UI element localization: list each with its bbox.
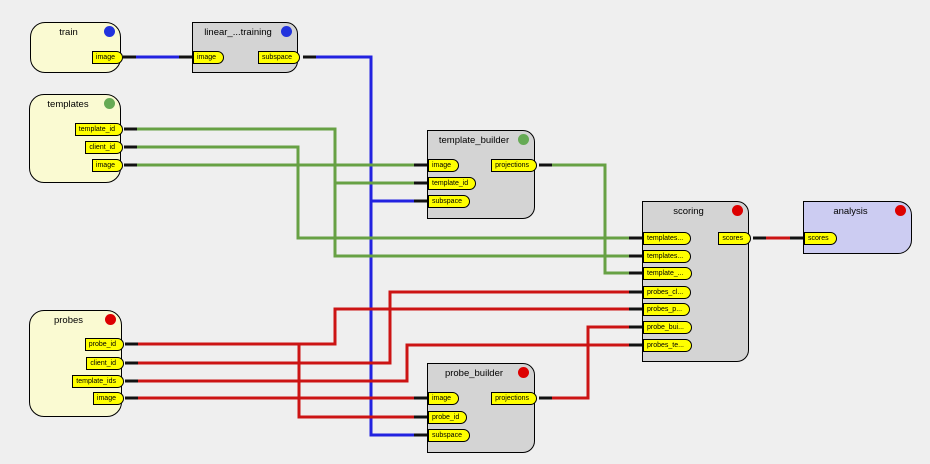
node-title-analysis: analysis xyxy=(833,206,868,217)
wire-probe-builder-projections-to-scoring[interactable] xyxy=(539,325,642,400)
wire-training-subspace-to-probe-builder-subspace[interactable] xyxy=(303,55,427,437)
wire-template-builder-projections-to-scoring[interactable] xyxy=(539,163,642,275)
output-port-image-probes[interactable]: image xyxy=(92,392,124,405)
wire-templates-client-id-to-scoring[interactable] xyxy=(124,145,642,240)
output-port-template-id-templates[interactable]: template_id xyxy=(74,123,123,136)
input-port-image-template-builder[interactable]: image xyxy=(428,159,460,172)
input-port-probe-id-probe-builder[interactable]: probe_id xyxy=(428,411,468,424)
input-port-scores-analysis[interactable]: scores xyxy=(804,232,837,245)
input-port-probes-cl-scoring[interactable]: probes_cl... xyxy=(643,286,692,299)
output-port-projections-probe-builder[interactable]: projections xyxy=(491,392,537,405)
output-port-scores-scoring[interactable]: scores xyxy=(718,232,751,245)
output-port-subspace-linear-training[interactable]: subspace xyxy=(258,51,300,64)
wire-probes-template-ids-to-scoring[interactable] xyxy=(125,343,642,383)
output-port-image-templates[interactable]: image xyxy=(91,159,123,172)
input-port-template-scoring[interactable]: template_... xyxy=(643,267,692,280)
red-status-dot xyxy=(105,314,116,325)
input-port-templates-scoring[interactable]: templates... xyxy=(643,232,692,245)
input-port-image-linear-training[interactable]: image xyxy=(193,51,225,64)
input-port-image-probe-builder[interactable]: image xyxy=(428,392,460,405)
wire-probes-probe-id-to-scoring[interactable] xyxy=(125,307,642,346)
output-port-template-ids-probes[interactable]: template_ids xyxy=(72,375,124,388)
output-port-projections-template-builder[interactable]: projections xyxy=(491,159,537,172)
node-title-probes: probes xyxy=(53,315,84,326)
output-port-client-id-probes[interactable]: client_id xyxy=(86,357,124,370)
node-title-templates: templates xyxy=(47,99,89,110)
red-status-dot xyxy=(895,205,906,216)
input-port-template-id-template-builder[interactable]: template_id xyxy=(428,177,477,190)
output-port-client-id-templates[interactable]: client_id xyxy=(85,141,123,154)
node-analysis[interactable]: analysis scores xyxy=(803,201,912,254)
node-title-scoring: scoring xyxy=(673,206,704,217)
input-port-subspace-template-builder[interactable]: subspace xyxy=(428,195,470,208)
input-port-probe-bui-scoring[interactable]: probe_bui... xyxy=(643,321,692,334)
green-status-dot xyxy=(518,134,529,145)
node-train[interactable]: train image xyxy=(30,22,123,73)
wire-probes-probe-id-branch-to-probe-builder[interactable] xyxy=(297,344,427,419)
input-port-probes-te-scoring[interactable]: probes_te... xyxy=(643,339,692,352)
node-title-train: train xyxy=(59,27,78,38)
node-title-template-builder: template_builder xyxy=(438,135,510,146)
blue-status-dot xyxy=(281,26,292,37)
wire-probes-client-id-to-scoring[interactable] xyxy=(125,290,642,365)
red-status-dot xyxy=(732,205,743,216)
input-port-subspace-probe-builder[interactable]: subspace xyxy=(428,429,470,442)
node-title-probe-builder: probe_builder xyxy=(444,368,504,379)
input-port-templates-scoring[interactable]: templates... xyxy=(643,250,692,263)
input-port-probes-p-scoring[interactable]: probes_p... xyxy=(643,303,691,316)
wire-templates-template-id-to-scoring[interactable] xyxy=(124,127,642,258)
output-port-probe-id-probes[interactable]: probe_id xyxy=(84,338,124,351)
node-scoring[interactable]: scoring templates... templates... template_… xyxy=(642,201,751,362)
node-title-linear-training: linear_...training xyxy=(204,27,272,38)
green-status-dot xyxy=(104,98,115,109)
red-status-dot xyxy=(518,367,529,378)
blue-status-dot xyxy=(104,26,115,37)
output-port-image-train[interactable]: image xyxy=(91,51,123,64)
